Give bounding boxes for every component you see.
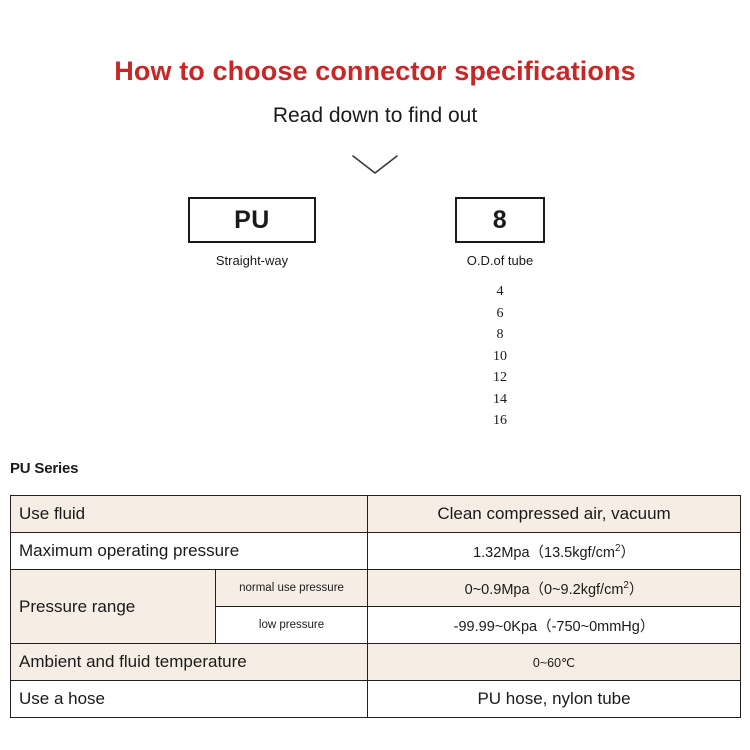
spec-value: 0~60℃ [367, 643, 742, 681]
spec-sublabel: normal use pressure [214, 569, 369, 607]
tube-size-option[interactable]: 8 [496, 327, 504, 342]
spec-label: Maximum operating pressure [9, 532, 369, 570]
table-row: low pressure-99.99~0Kpa（-750~0mmHg） [11, 606, 742, 644]
spec-label: Use fluid [9, 495, 369, 533]
series-code-caption: Straight-way [215, 253, 289, 268]
tube-size-value: 8 [492, 205, 508, 234]
series-code-value: PU [234, 205, 270, 234]
spec-value: -99.99~0Kpa（-750~0mmHg） [367, 606, 742, 644]
spec-value: 0~0.9Mpa（0~9.2kgf/cm2） [367, 569, 742, 607]
tube-size-option[interactable]: 14 [493, 391, 507, 407]
spec-label: Ambient and fluid temperature [9, 643, 369, 681]
spec-label: Use a hose [9, 680, 369, 718]
tube-size-option[interactable]: 16 [493, 413, 507, 428]
spec-label: Pressure range [10, 569, 216, 644]
spec-value: Clean compressed air, vacuum [367, 495, 742, 533]
tube-size-option-list: 4 6 8 10 12 14 16 [440, 281, 560, 432]
series-code-box: PU [188, 197, 316, 243]
tube-size-option[interactable]: 4 [496, 284, 504, 299]
chevron-down-icon [345, 152, 405, 178]
page-subtitle: Read down to find out [272, 104, 478, 127]
tube-size-option[interactable]: 10 [493, 348, 507, 364]
spec-section-heading: PU Series [10, 460, 79, 477]
tube-size-option[interactable]: 12 [493, 370, 507, 385]
tube-size-caption: O.D.of tube [466, 253, 534, 268]
spec-value: 1.32Mpa（13.5kgf/cm2） [367, 532, 742, 570]
spec-value: PU hose, nylon tube [367, 680, 742, 718]
page-title: How to choose connector specifications [114, 56, 636, 86]
tube-size-box: 8 [455, 197, 545, 243]
tube-size-option[interactable]: 6 [496, 305, 504, 321]
spec-sublabel: low pressure [214, 606, 369, 644]
